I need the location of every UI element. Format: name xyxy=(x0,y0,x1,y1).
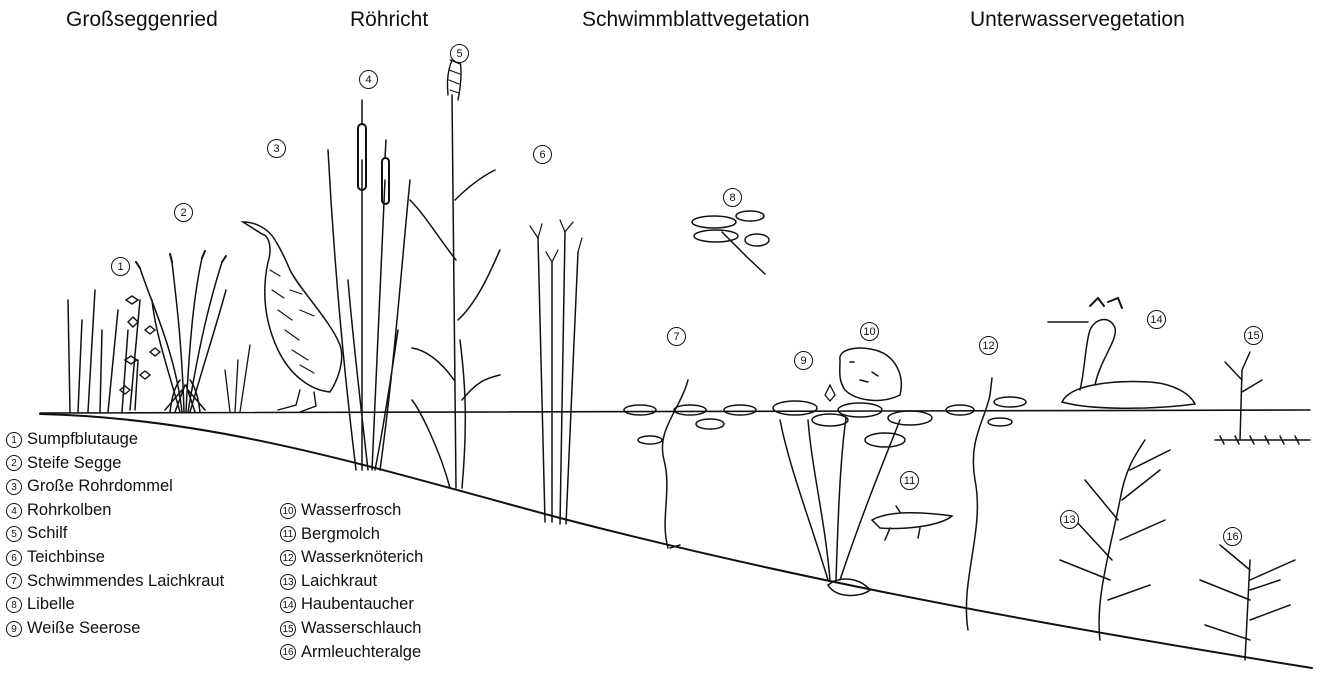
rohrkolben-drawing xyxy=(328,100,410,470)
schilf-drawing xyxy=(410,50,500,488)
bergmolch-drawing xyxy=(872,506,952,540)
legend-item: 4 Rohrkolben xyxy=(6,499,224,523)
legend-label: Weiße Seerose xyxy=(27,617,140,641)
grosse-rohrdommel-drawing xyxy=(225,222,342,412)
legend-number: 2 xyxy=(6,455,22,471)
legend-number: 14 xyxy=(280,597,296,613)
legend-number: 5 xyxy=(6,526,22,542)
haubentaucher-drawing xyxy=(1048,298,1195,408)
marker-15: 15 xyxy=(1244,326,1263,345)
libelle-drawing xyxy=(692,211,769,274)
legend-number: 9 xyxy=(6,621,22,637)
legend-number: 16 xyxy=(280,644,296,660)
legend-label: Rohrkolben xyxy=(27,499,111,523)
legend-column-2: 10 Wasserfrosch 11 Bergmolch 12 Wasserknöte… xyxy=(280,499,423,664)
marker-3: 3 xyxy=(267,139,286,158)
legend-item: 8 Libelle xyxy=(6,593,224,617)
wasserknoeterich-drawing xyxy=(946,378,1026,630)
marker-6: 6 xyxy=(533,145,552,164)
zone-title-schwimmblattvegetation: Schwimmblattvegetation xyxy=(582,8,810,32)
sumpfblutauge-drawing xyxy=(68,290,160,412)
legend-item: 13 Laichkraut xyxy=(280,570,423,594)
marker-11: 11 xyxy=(900,471,919,490)
steife-segge-drawing xyxy=(136,251,226,412)
legend-item: 10 Wasserfrosch xyxy=(280,499,423,523)
wasserschlauch-drawing xyxy=(1215,352,1310,444)
legend-label: Teichbinse xyxy=(27,546,105,570)
legend-label: Schilf xyxy=(27,522,67,546)
legend-item: 14 Haubentaucher xyxy=(280,593,423,617)
legend-label: Armleuchteralge xyxy=(301,641,421,665)
legend-column-1: 1 Sumpfblutauge 2 Steife Segge 3 Große Rohr… xyxy=(6,428,224,640)
legend-label: Große Rohrdommel xyxy=(27,475,173,499)
legend-item: 6 Teichbinse xyxy=(6,546,224,570)
legend-item: 16 Armleuchteralge xyxy=(280,641,423,665)
marker-4: 4 xyxy=(359,70,378,89)
legend-item: 7 Schwimmendes Laichkraut xyxy=(6,570,224,594)
legend-number: 1 xyxy=(6,432,22,448)
legend-item: 15 Wasserschlauch xyxy=(280,617,423,641)
legend-item: 12 Wasserknöterich xyxy=(280,546,423,570)
legend-label: Wasserfrosch xyxy=(301,499,401,523)
marker-1: 1 xyxy=(111,257,130,276)
legend-item: 2 Steife Segge xyxy=(6,452,224,476)
marker-2: 2 xyxy=(174,203,193,222)
legend-number: 11 xyxy=(280,526,296,542)
legend-label: Sumpfblutauge xyxy=(27,428,138,452)
armleuchteralge-drawing xyxy=(1200,545,1295,660)
zone-title-grossseggenried: Großseggenried xyxy=(66,8,218,32)
legend-label: Wasserschlauch xyxy=(301,617,421,641)
legend-number: 8 xyxy=(6,597,22,613)
legend-number: 3 xyxy=(6,479,22,495)
legend-label: Wasserknöterich xyxy=(301,546,423,570)
zone-title-roehricht: Röhricht xyxy=(350,8,428,32)
laichkraut-drawing xyxy=(1060,440,1170,640)
legend-number: 10 xyxy=(280,503,296,519)
legend-label: Laichkraut xyxy=(301,570,377,594)
teichbinse-drawing xyxy=(530,220,582,524)
marker-9: 9 xyxy=(794,351,813,370)
legend-item: 1 Sumpfblutauge xyxy=(6,428,224,452)
marker-13: 13 xyxy=(1060,510,1079,529)
marker-16: 16 xyxy=(1223,527,1242,546)
legend-item: 9 Weiße Seerose xyxy=(6,617,224,641)
legend-label: Schwimmendes Laichkraut xyxy=(27,570,224,594)
legend-label: Haubentaucher xyxy=(301,593,414,617)
legend-number: 13 xyxy=(280,574,296,590)
schwimmendes-laichkraut-drawing xyxy=(624,380,756,548)
weisse-seerose-drawing xyxy=(773,385,932,595)
legend-number: 6 xyxy=(6,550,22,566)
legend-label: Libelle xyxy=(27,593,75,617)
legend-item: 11 Bergmolch xyxy=(280,523,423,547)
legend-number: 12 xyxy=(280,550,296,566)
legend-number: 7 xyxy=(6,573,22,589)
legend-label: Bergmolch xyxy=(301,523,380,547)
marker-5: 5 xyxy=(450,44,469,63)
marker-12: 12 xyxy=(979,336,998,355)
marker-8: 8 xyxy=(723,188,742,207)
legend-label: Steife Segge xyxy=(27,452,122,476)
marker-14: 14 xyxy=(1147,310,1166,329)
marker-7: 7 xyxy=(667,327,686,346)
lake-bottom-line xyxy=(40,414,1312,668)
zone-title-unterwasservegetation: Unterwasservegetation xyxy=(970,8,1185,32)
legend-item: 3 Große Rohrdommel xyxy=(6,475,224,499)
marker-10: 10 xyxy=(860,322,879,341)
legend-number: 15 xyxy=(280,621,296,637)
legend-item: 5 Schilf xyxy=(6,522,224,546)
legend-number: 4 xyxy=(6,503,22,519)
wasserfrosch-drawing xyxy=(840,348,902,400)
